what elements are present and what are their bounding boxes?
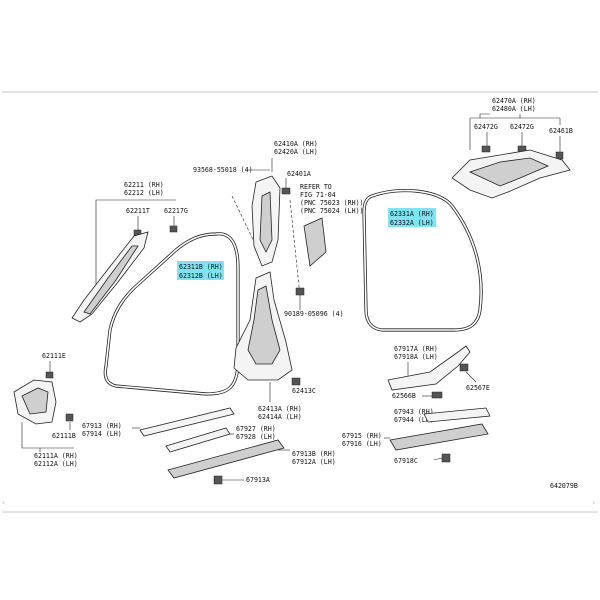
refer-note-line3[interactable]: (PNC 75023 (RH)) [300, 199, 364, 207]
highlight-box-62331a [388, 208, 436, 227]
label-67918a[interactable]: 67918A (LH) [394, 353, 438, 361]
label-62332a[interactable]: 62332A (LH) [390, 219, 434, 227]
highlight-box-62311b [177, 261, 224, 280]
label-67915[interactable]: 67915 (RH) [342, 432, 382, 440]
leader-line [95, 199, 122, 300]
clip-icon [555, 151, 564, 160]
clip-icon [481, 145, 491, 153]
label-67928[interactable]: 67928 (LH) [236, 433, 276, 441]
label-67914-lh[interactable]: 67914 (LH) [82, 430, 122, 438]
diagram-id: 642079B [550, 482, 578, 490]
label-67913a[interactable]: 67913A [246, 476, 270, 484]
label-62470a[interactable]: 62470A (RH) [492, 97, 536, 105]
rear-pillar-trim-inner [468, 157, 549, 187]
label-62211[interactable]: 62211 (RH) [124, 181, 164, 189]
dashed-leader [231, 195, 261, 255]
clip-icon [441, 453, 451, 463]
label-67943[interactable]: 67943 (RH) [394, 408, 434, 416]
label-62111e[interactable]: 62111E [42, 352, 66, 360]
part-67913-group: 67913 (RH) 67914 (LH) [82, 407, 235, 438]
label-62111a[interactable]: 62111A (RH) [34, 452, 78, 460]
clip-icon [169, 225, 178, 233]
leader-line [433, 457, 443, 461]
front-pillar-trim-inner [83, 245, 139, 315]
refer-note-line4[interactable]: (PNC 75024 (LH)) [300, 207, 364, 215]
label-90189[interactable]: 90189-05096 (4) [284, 310, 344, 318]
front-door-weatherstrip-inner [104, 233, 239, 395]
rear-door-scuff-upper-shape [387, 345, 471, 391]
label-62410a[interactable]: 62410A (RH) [274, 140, 318, 148]
label-62472g-b[interactable]: 62472G [510, 123, 534, 131]
label-67916[interactable]: 67916 (LH) [342, 440, 382, 448]
part-62413a-group: 90189-05096 (4) 62413C 62413A (RH) 62414… [233, 271, 344, 421]
label-62567e[interactable]: 62567E [466, 384, 490, 392]
dashed-leader [289, 199, 301, 297]
label-62472g-a[interactable]: 62472G [474, 123, 498, 131]
label-67944[interactable]: 67944 (LH) [394, 416, 434, 424]
center-pillar-upper-inner [259, 191, 273, 253]
front-scuff-plate-shape [139, 407, 235, 437]
label-67912a[interactable]: 67912A (LH) [292, 458, 336, 466]
label-62401a[interactable]: 62401A [287, 170, 311, 178]
rear-scuff-plate-upper-shape [423, 407, 491, 423]
rear-scuff-plate-lower-shape [389, 423, 489, 451]
leader-line [479, 113, 490, 118]
label-62112a[interactable]: 62112A (LH) [34, 460, 78, 468]
front-door-scuff-upper-shape [165, 427, 231, 453]
clip-icon [295, 287, 305, 296]
label-67918c[interactable]: 67918C [394, 457, 418, 465]
label-62413a[interactable]: 62413A (RH) [258, 405, 302, 413]
label-62211t[interactable]: 62211T [126, 207, 150, 215]
right-arrow-icon[interactable]: › [592, 498, 595, 507]
cowl-side-trim-inner [21, 387, 49, 415]
label-62413c[interactable]: 62413C [292, 387, 316, 395]
label-67927[interactable]: 67927 (RH) [236, 425, 276, 433]
clip-icon [431, 391, 443, 399]
part-62410a-group: 62410A (RH) 62420A (LH) 93568-55018 (4) … [193, 140, 364, 297]
part-67917a-group: 67917A (RH) 67918A (LH) 62567E 62566B [387, 345, 490, 400]
clip-icon [291, 377, 301, 386]
seatbelt-anchor-cover [303, 217, 327, 267]
label-62461b[interactable]: 62461B [549, 127, 573, 135]
part-62331a-group: 62331A (RH) 62332A (LH) [362, 188, 483, 332]
refer-note-line1[interactable]: REFER TO [300, 183, 332, 191]
leader-line [21, 422, 74, 449]
clip-icon [213, 475, 223, 485]
label-62480a[interactable]: 62480A (LH) [492, 105, 536, 113]
front-door-scuff-lower-shape [167, 439, 285, 479]
clip-icon [45, 371, 54, 379]
clip-icon [281, 187, 291, 195]
label-67917a[interactable]: 67917A (RH) [394, 345, 438, 353]
label-62111b[interactable]: 62111B [52, 432, 76, 440]
leader-line [465, 371, 477, 383]
part-62470a-group: 62470A (RH) 62480A (LH) 62472G 62472G 62… [451, 97, 573, 199]
label-67913-rh[interactable]: 67913 (RH) [82, 422, 122, 430]
clip-icon [65, 413, 74, 422]
part-62211-group: 62211 (RH) 62212 (LH) 62211T 62217G [71, 181, 188, 323]
label-62312b[interactable]: 62312B (LH) [179, 272, 223, 280]
part-62111a-group: 62111E 62111B 62111A (RH) 62112A (LH) [13, 352, 78, 468]
part-67927-group: 67927 (RH) 67928 (LH) 67913B (RH) 67912A… [165, 425, 336, 485]
label-62414a[interactable]: 62414A (LH) [258, 413, 302, 421]
center-pillar-lower-inner [247, 285, 281, 365]
label-62420a[interactable]: 62420A (LH) [274, 148, 318, 156]
label-62311b[interactable]: 62311B (RH) [179, 263, 223, 271]
label-62212[interactable]: 62212 (LH) [124, 189, 164, 197]
label-62217g[interactable]: 62217G [164, 207, 188, 215]
clip-icon [459, 363, 469, 372]
label-62331a[interactable]: 62331A (RH) [390, 210, 434, 218]
part-67915-group: 67943 (RH) 67944 (LH) 67915 (RH) 67916 (… [342, 407, 491, 465]
rear-door-weatherstrip-inner [363, 189, 482, 331]
label-93568[interactable]: 93568-55018 (4) [193, 166, 253, 174]
label-67913b[interactable]: 67913B (RH) [292, 450, 336, 458]
part-62311b-group: 62311B (RH) 62312B (LH) [103, 232, 240, 396]
left-arrow-icon[interactable]: ‹ [2, 498, 5, 507]
label-62566b[interactable]: 62566B [392, 392, 416, 400]
refer-note-line2[interactable]: FIG 71-04 [300, 191, 336, 199]
